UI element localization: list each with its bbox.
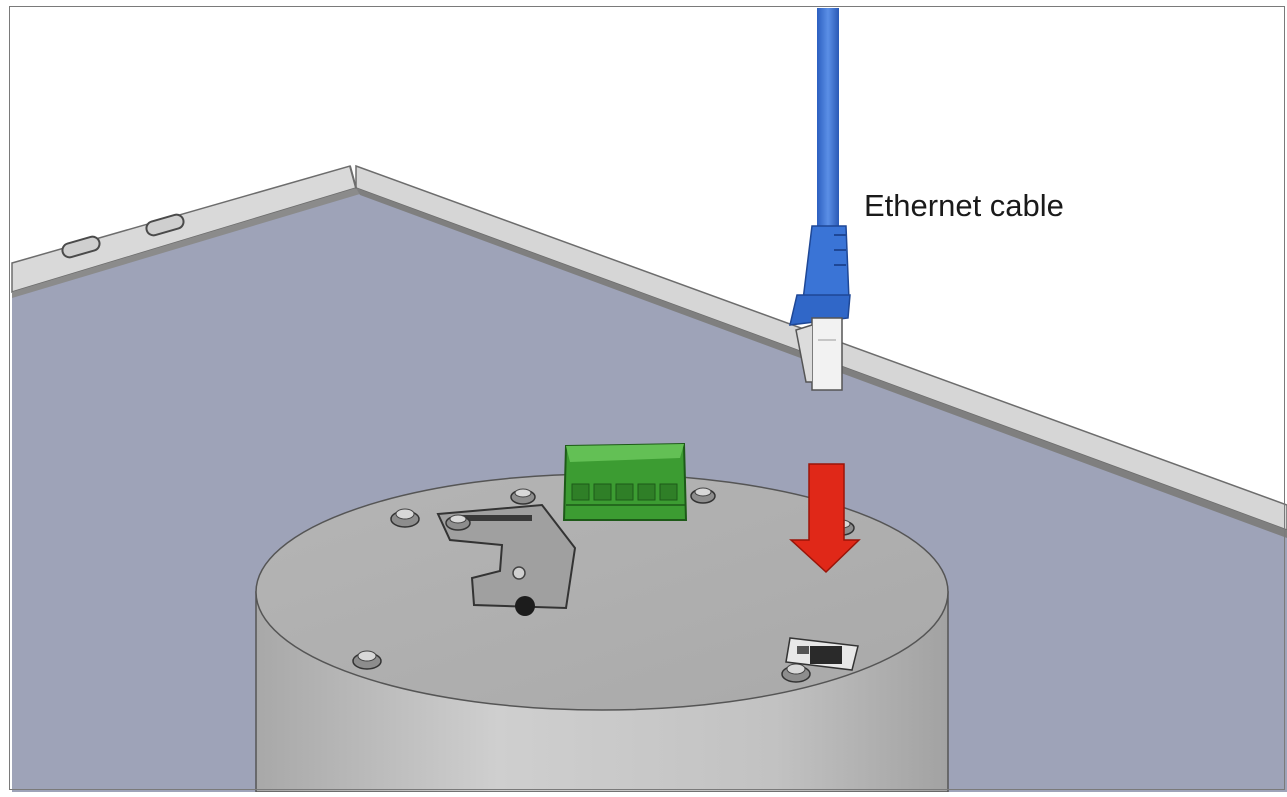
- screw-4: [690, 487, 716, 504]
- rim-slot-1: [61, 235, 101, 259]
- mounting-bracket: [436, 503, 577, 610]
- ethernet-cable-label: Ethernet cable: [864, 188, 1064, 223]
- terminal-block-connector: [562, 442, 688, 521]
- down-arrow-icon: [789, 463, 861, 574]
- screw-6: [352, 650, 382, 670]
- rj45-plug: [811, 317, 843, 391]
- screw-2: [445, 514, 471, 531]
- screw-7: [781, 663, 811, 683]
- ethernet-cable: [789, 8, 851, 391]
- rim-slot-2: [145, 213, 185, 237]
- screw-3: [510, 488, 536, 505]
- ethernet-port: [785, 637, 859, 671]
- screw-1: [390, 508, 420, 528]
